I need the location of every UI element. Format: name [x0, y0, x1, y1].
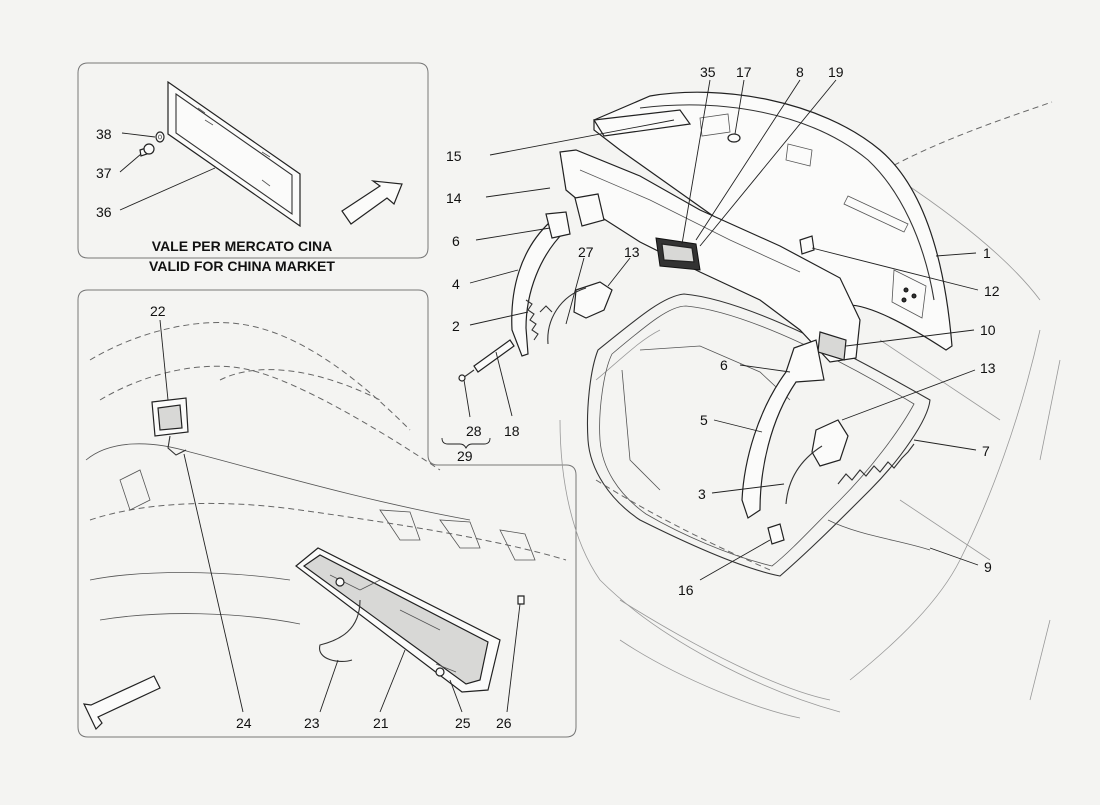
plate-washer — [155, 131, 165, 143]
rear-bumper-outline — [85, 322, 567, 625]
callout-8: 8 — [796, 64, 804, 80]
callout-17: 17 — [736, 64, 752, 80]
callout-14: 14 — [446, 190, 462, 206]
callout-27: 27 — [578, 244, 594, 260]
trunk-lid — [593, 91, 953, 351]
license-plate-frame — [167, 80, 301, 228]
callout-13-right: 13 — [980, 360, 996, 376]
lid-inner-lining — [559, 149, 861, 363]
left-hinge-bracket — [547, 281, 613, 345]
lid-clip — [799, 235, 815, 255]
mounting-clip — [517, 595, 525, 605]
callout-9: 9 — [984, 559, 992, 575]
right-hinge-bracket — [785, 419, 849, 505]
callout-35: 35 — [700, 64, 716, 80]
callout-4: 4 — [452, 276, 460, 292]
right-hinge-arm — [741, 339, 825, 519]
rubber-stop — [727, 133, 741, 143]
callout-23: 23 — [304, 715, 320, 731]
latch-striker — [767, 523, 785, 545]
left-hinge-arm — [511, 211, 571, 357]
callout-6-right: 6 — [720, 357, 728, 373]
direction-arrow-icon — [341, 180, 403, 225]
camera-unit — [151, 397, 189, 456]
callout-3: 3 — [698, 486, 706, 502]
callout-15: 15 — [446, 148, 462, 164]
right-torsion-spring — [837, 443, 915, 485]
callout-13-left: 13 — [624, 244, 640, 260]
callout-16: 16 — [678, 582, 694, 598]
china-market-inset-frame — [77, 62, 429, 259]
callout-26: 26 — [496, 715, 512, 731]
lid-trim-piece — [592, 109, 692, 137]
callout-29: 29 — [457, 448, 473, 464]
callout-1: 1 — [983, 245, 991, 261]
callout-7: 7 — [982, 443, 990, 459]
car-rear-body — [559, 101, 1061, 719]
wiring-harness — [319, 599, 361, 663]
market-note-line1: VALE PER MERCATO CINA — [152, 238, 332, 254]
lid-handle — [655, 237, 701, 271]
lid-seal — [827, 519, 931, 551]
callout-12: 12 — [984, 283, 1000, 299]
callout-36: 36 — [96, 204, 112, 220]
callout-25: 25 — [455, 715, 471, 731]
callout-18: 18 — [504, 423, 520, 439]
callout-28: 28 — [466, 423, 482, 439]
plate-screw — [139, 143, 155, 157]
callout-24: 24 — [236, 715, 252, 731]
callout-10: 10 — [980, 322, 996, 338]
callout-6-left: 6 — [452, 233, 460, 249]
left-torsion-spring — [525, 299, 553, 341]
lighting-strip-module — [295, 547, 501, 693]
callout-19: 19 — [828, 64, 844, 80]
callout-37: 37 — [96, 165, 112, 181]
callout-2: 2 — [452, 318, 460, 334]
callout-22: 22 — [150, 303, 166, 319]
callout-38: 38 — [96, 126, 112, 142]
bumper-detail-inset-frame — [77, 289, 577, 738]
trunk-opening — [586, 293, 931, 577]
callout-5: 5 — [700, 412, 708, 428]
direction-arrow-icon — [82, 675, 161, 731]
callout-21: 21 — [373, 715, 389, 731]
gas-strut — [458, 339, 515, 382]
market-note-line2: VALID FOR CHINA MARKET — [149, 258, 335, 274]
